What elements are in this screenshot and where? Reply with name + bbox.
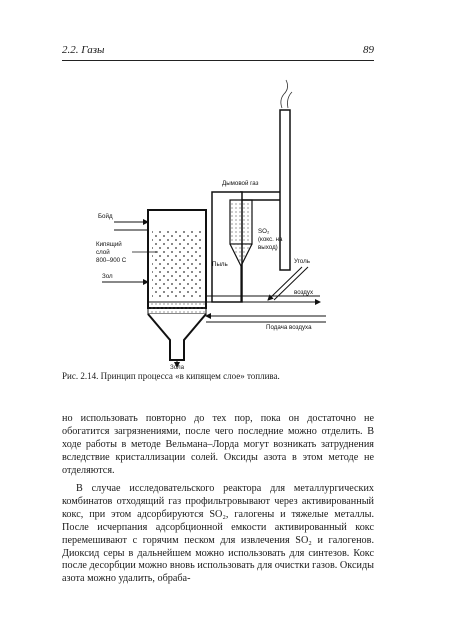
label-so2-3: выход) — [258, 244, 278, 251]
label-ash: Зол — [102, 273, 113, 280]
paragraph-2: В случае исследовательского реактора для… — [62, 483, 374, 585]
section-title: 2.2. Газы — [62, 44, 105, 56]
label-boiling-layer-3: 800–900 С — [96, 257, 127, 264]
chimney — [279, 79, 293, 271]
page-header: 2.2. Газы 89 — [62, 44, 374, 61]
label-boiler: Бойд — [98, 213, 113, 220]
process-diagram: Дымовой газ Бойд Кипящий слой 800–900 С … — [96, 79, 326, 368]
label-coal: Уголь — [294, 258, 310, 265]
label-air: воздух — [294, 289, 314, 296]
boiler-vessel — [147, 209, 207, 361]
label-ash-out: Зола — [170, 364, 185, 371]
label-hot-air: Подача воздуха — [266, 324, 312, 331]
page-number: 89 — [363, 44, 374, 56]
process-figure: Дымовой газ Бойд Кипящий слой 800–900 С … — [62, 70, 374, 371]
label-so2-2: (кокс. на — [258, 236, 283, 243]
label-dust: Пыль — [212, 261, 228, 268]
cyclone-separator — [211, 191, 253, 303]
label-boiling-layer-2: слой — [96, 249, 110, 256]
label-flue-gas: Дымовой газ — [222, 180, 259, 187]
figure-caption: Рис. 2.14. Принцип процесса «в кипящем с… — [62, 371, 280, 381]
label-so2-1: SO₂ — [258, 228, 270, 235]
label-boiling-layer-1: Кипящий — [96, 241, 122, 248]
paragraph-1: но использовать повторно до тех пор, пок… — [62, 413, 374, 476]
